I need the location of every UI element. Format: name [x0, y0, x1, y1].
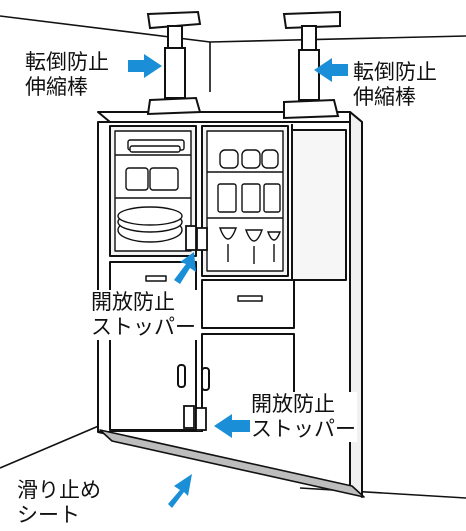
stopper-lower-hardware — [183, 405, 207, 431]
label-stopper-lower: 開放防止 ストッパー — [250, 392, 357, 442]
arrow-stopper-upper — [174, 252, 196, 284]
arrow-sheet — [168, 474, 192, 508]
label-stopper-upper: 開放防止 ストッパー — [90, 290, 197, 340]
tension-rod-right — [282, 10, 341, 120]
glasses-middle — [217, 149, 282, 264]
label-anti-slip-sheet: 滑り止め シート — [16, 478, 102, 528]
label-tension-rod-left: 転倒防止 伸縮棒 — [24, 50, 110, 100]
arrow-stopper-lower — [214, 414, 250, 438]
arrow-rod-right — [314, 58, 348, 82]
callout-arrows — [128, 54, 348, 508]
tension-rod-left — [146, 10, 202, 116]
label-tension-rod-right: 転倒防止 伸縮棒 — [352, 60, 438, 110]
dishes-left — [117, 139, 185, 243]
stopper-upper-hardware — [185, 225, 208, 251]
arrow-rod-left — [128, 54, 162, 78]
